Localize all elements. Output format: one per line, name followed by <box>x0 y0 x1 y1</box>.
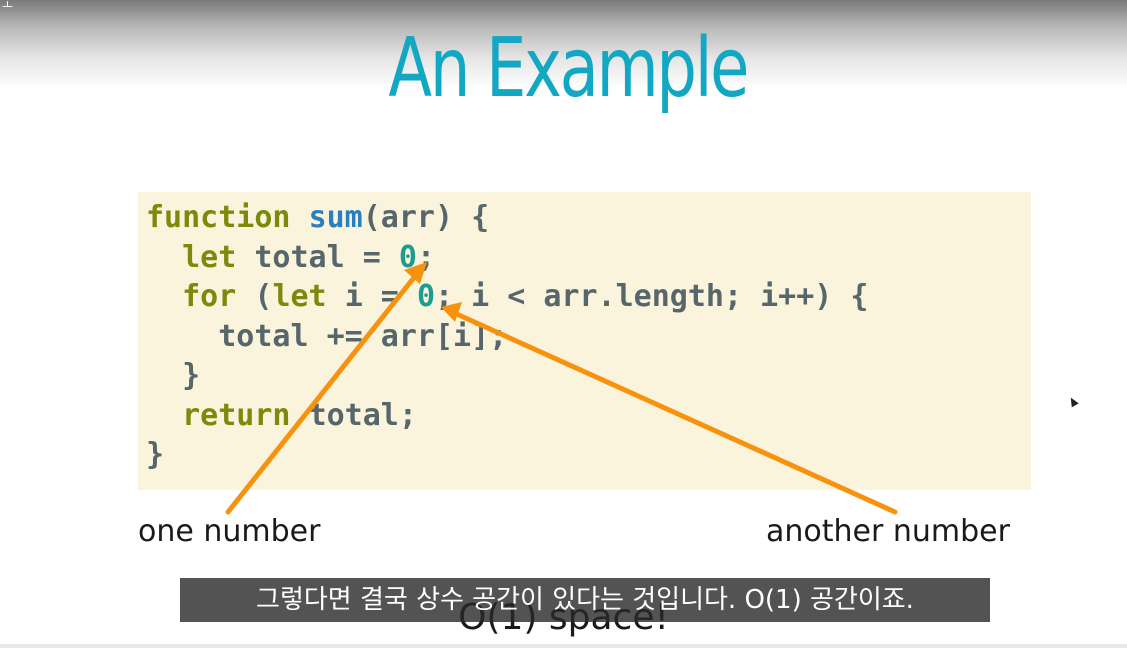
code-token: ( <box>254 279 273 314</box>
code-line: return total; <box>146 396 417 436</box>
arrow-another-number-head <box>441 302 462 322</box>
bottom-divider <box>0 644 1127 648</box>
arrow-one-number-head <box>404 262 427 284</box>
code-token: for <box>146 279 255 314</box>
code-token: 0 <box>398 239 417 275</box>
label-one-number: one number <box>138 514 321 549</box>
code-token: } <box>146 358 201 393</box>
code-line: for (let i = 0; i < arr.length; i++) { <box>146 277 868 317</box>
code-token: total; <box>308 397 417 433</box>
label-another-number: another number <box>766 514 1010 549</box>
code-token: function <box>146 200 309 235</box>
code-line: function sum(arr) { <box>146 198 489 238</box>
code-line: } <box>146 356 200 396</box>
arrow-another-number <box>447 308 898 515</box>
code-line: total += arr[i]; <box>146 317 507 357</box>
subtitle-bar: 그렇다면 결국 상수 공간이 있다는 것입니다. O(1) 공간이죠. <box>180 578 990 622</box>
slide-title: An Example <box>388 21 749 116</box>
subtitle-text: 그렇다면 결국 상수 공간이 있다는 것입니다. O(1) 공간이죠. <box>256 585 914 615</box>
code-line: } <box>146 435 164 475</box>
code-token: 0 <box>416 279 435 314</box>
top-gradient <box>0 0 1127 90</box>
code-token: let <box>272 279 345 314</box>
code-token: sum <box>308 200 363 235</box>
code-token: let <box>146 239 255 275</box>
code-token: total = <box>254 239 399 275</box>
code-token: } <box>146 437 165 472</box>
code-token: ; i < arr.length; i++) { <box>435 279 869 314</box>
code-token: (arr) { <box>362 200 490 235</box>
code-token: total += arr[i]; <box>146 318 508 354</box>
arrow-one-number <box>225 267 423 515</box>
code-token: return <box>146 397 309 433</box>
corner-mark: ㅗ <box>2 0 14 12</box>
